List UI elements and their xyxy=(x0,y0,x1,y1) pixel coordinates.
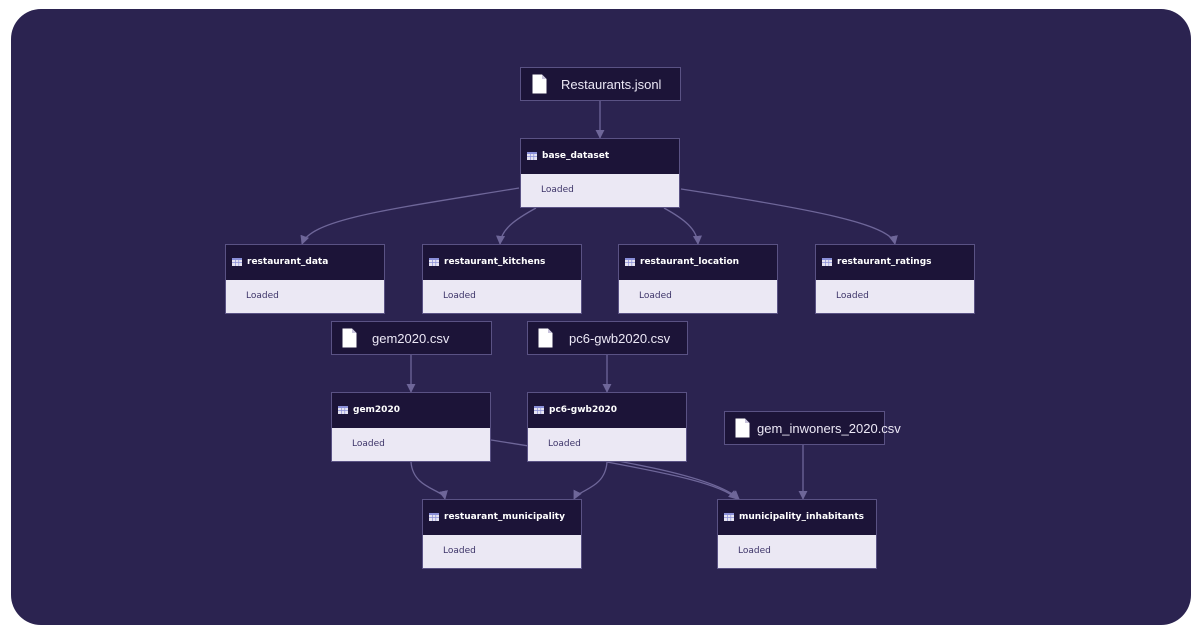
table-icon xyxy=(429,258,439,266)
table-node-base-dataset[interactable]: base_dataset Loaded xyxy=(520,138,680,208)
table-icon xyxy=(527,152,537,160)
table-status: Loaded xyxy=(548,439,581,449)
table-body: Loaded xyxy=(816,280,974,313)
table-status: Loaded xyxy=(352,439,385,449)
table-body: Loaded xyxy=(423,280,581,313)
table-status: Loaded xyxy=(738,546,771,556)
table-header: municipality_inhabitants xyxy=(718,500,876,535)
table-name: restaurant_location xyxy=(640,257,740,267)
file-name: Restaurants.jsonl xyxy=(561,77,662,92)
table-name: base_dataset xyxy=(542,151,610,161)
table-name: municipality_inhabitants xyxy=(739,512,864,522)
table-body: Loaded xyxy=(718,535,876,568)
table-name: restaurant_kitchens xyxy=(444,257,546,267)
table-node-restaurant-data[interactable]: restaurant_data Loaded xyxy=(225,244,385,314)
table-icon xyxy=(429,513,439,521)
table-icon xyxy=(724,513,734,521)
file-icon xyxy=(735,418,750,438)
table-body: Loaded xyxy=(332,428,490,461)
table-icon xyxy=(338,406,348,414)
table-body: Loaded xyxy=(528,428,686,461)
table-header: restaurant_kitchens xyxy=(423,245,581,280)
file-node-gem-inwoners[interactable]: gem_inwoners_2020.csv xyxy=(724,411,901,445)
file-icon xyxy=(532,74,547,94)
table-node-pc6-gwb2020[interactable]: pc6-gwb2020 Loaded xyxy=(527,392,687,462)
file-node-pc6-gwb2020[interactable]: pc6-gwb2020.csv xyxy=(527,321,688,355)
table-header: restaurant_data xyxy=(226,245,384,280)
table-name: restaurant_data xyxy=(247,257,329,267)
table-icon xyxy=(625,258,635,266)
table-name: pc6-gwb2020 xyxy=(549,405,618,415)
edge-pc6-gwb2020-to-restuarant-municipality xyxy=(573,461,608,500)
table-icon xyxy=(822,258,832,266)
table-body: Loaded xyxy=(619,280,777,313)
file-icon xyxy=(538,328,553,348)
file-icon xyxy=(342,328,357,348)
file-name: gem_inwoners_2020.csv xyxy=(757,421,901,436)
table-icon xyxy=(534,406,544,414)
table-header: restaurant_location xyxy=(619,245,777,280)
edge-pc6-gwb2020-to-municipality-inhabitants xyxy=(606,461,738,500)
edge-gem2020-to-restuarant-municipality xyxy=(410,461,448,500)
table-node-municipality-inhabitants[interactable]: municipality_inhabitants Loaded xyxy=(717,499,877,569)
edge-base-dataset-to-restaurant-data xyxy=(300,187,520,245)
file-node-restaurants[interactable]: Restaurants.jsonl xyxy=(520,67,681,101)
table-header: restaurant_ratings xyxy=(816,245,974,280)
table-node-restaurant-location[interactable]: restaurant_location Loaded xyxy=(618,244,778,314)
edge-base-dataset-to-restaurant-location xyxy=(663,207,702,245)
table-status: Loaded xyxy=(639,291,672,301)
file-node-gem2020[interactable]: gem2020.csv xyxy=(331,321,492,355)
table-header: gem2020 xyxy=(332,393,490,428)
edge-base-dataset-to-restaurant-ratings xyxy=(680,188,898,245)
table-body: Loaded xyxy=(521,174,679,207)
table-status: Loaded xyxy=(443,546,476,556)
table-name: restaurant_ratings xyxy=(837,257,932,267)
table-body: Loaded xyxy=(423,535,581,568)
table-node-gem2020[interactable]: gem2020 Loaded xyxy=(331,392,491,462)
table-node-restuarant-municipality[interactable]: restuarant_municipality Loaded xyxy=(422,499,582,569)
file-name: gem2020.csv xyxy=(372,331,450,346)
edge-base-dataset-to-restaurant-kitchens xyxy=(496,207,537,245)
table-status: Loaded xyxy=(246,291,279,301)
table-body: Loaded xyxy=(226,280,384,313)
file-name: pc6-gwb2020.csv xyxy=(569,331,671,346)
table-status: Loaded xyxy=(541,185,574,195)
table-status: Loaded xyxy=(836,291,869,301)
table-icon xyxy=(232,258,242,266)
table-header: base_dataset xyxy=(521,139,679,174)
table-node-restaurant-ratings[interactable]: restaurant_ratings Loaded xyxy=(815,244,975,314)
lineage-diagram-canvas: Restaurants.jsonl gem2020.csv pc6-gwb202… xyxy=(11,9,1191,625)
table-header: restuarant_municipality xyxy=(423,500,581,535)
table-node-restaurant-kitchens[interactable]: restaurant_kitchens Loaded xyxy=(422,244,582,314)
table-name: restuarant_municipality xyxy=(444,512,565,522)
table-header: pc6-gwb2020 xyxy=(528,393,686,428)
table-name: gem2020 xyxy=(353,405,400,415)
table-status: Loaded xyxy=(443,291,476,301)
